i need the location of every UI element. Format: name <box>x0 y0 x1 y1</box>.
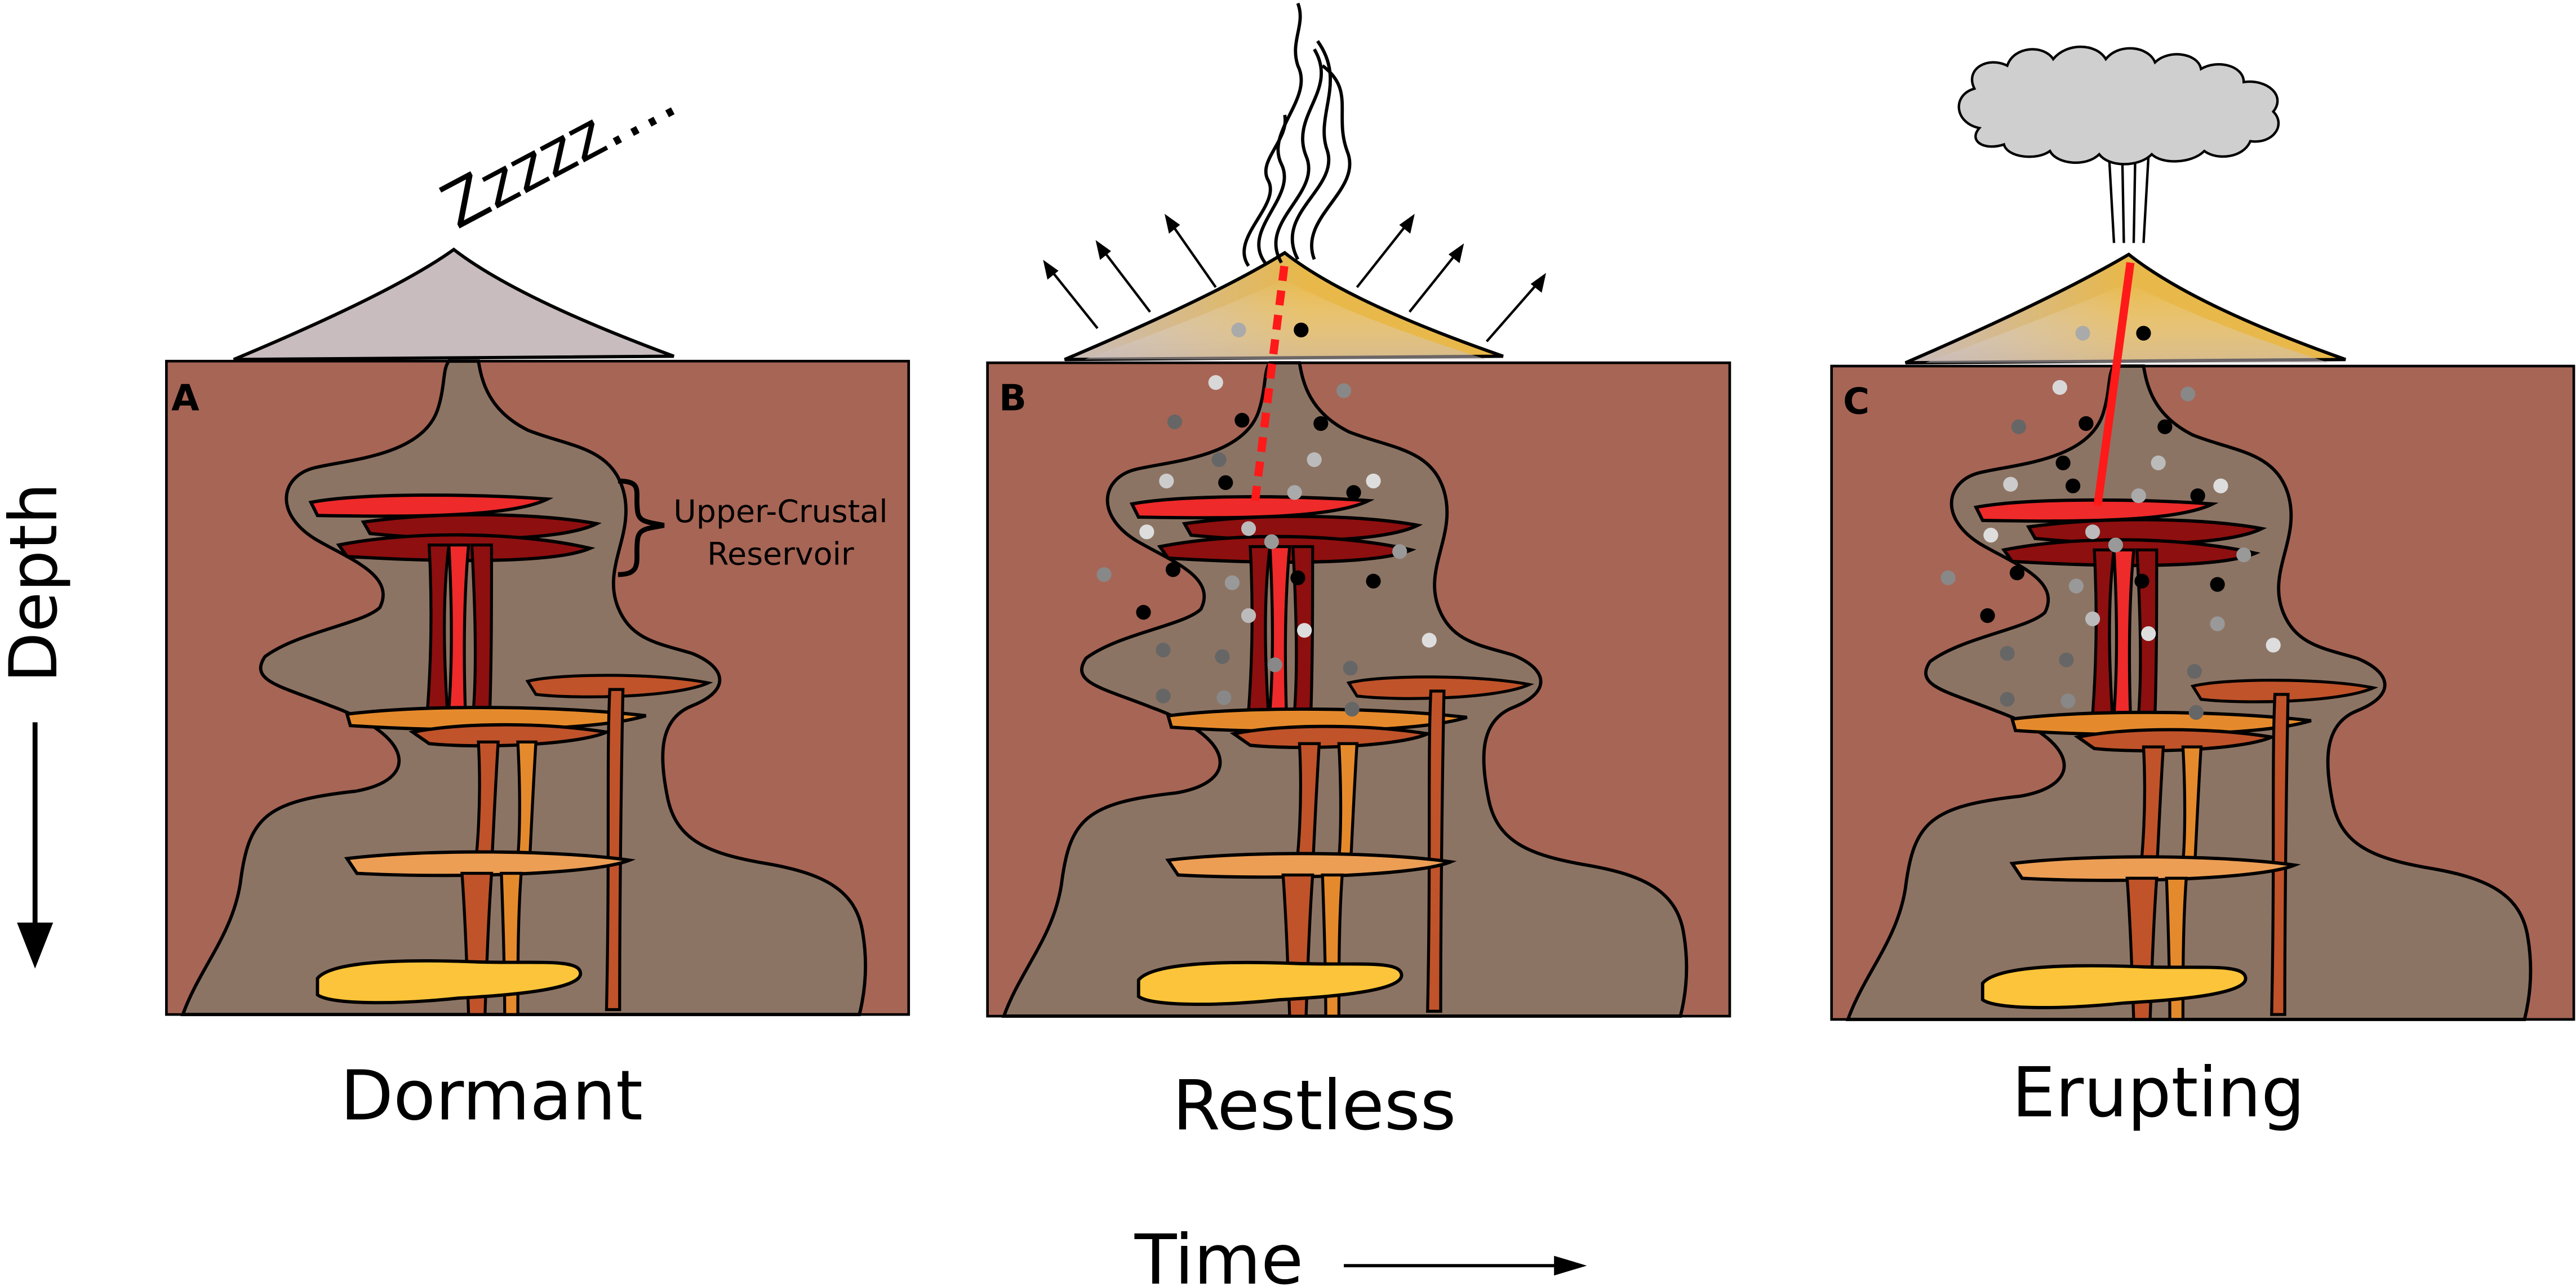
time-axis: Time <box>1134 1219 1587 1287</box>
panel-letter: B <box>999 377 1027 420</box>
crust-section <box>1832 366 2574 1019</box>
propagating-dike <box>1251 262 1289 501</box>
state-label: Dormant <box>340 1056 643 1136</box>
eruptive-conduit <box>2093 262 2135 506</box>
reservoir-label-line2: Reservoir <box>707 537 854 573</box>
sleep-annotation: Zzzzz.... <box>430 60 687 243</box>
right-arrow-icon <box>1554 1255 1587 1276</box>
time-label: Time <box>1134 1219 1304 1287</box>
state-label: Erupting <box>2012 1052 2305 1133</box>
reservoir-brace <box>618 478 665 577</box>
down-arrow-icon <box>17 922 54 969</box>
panel-b: B <box>988 2 1730 1146</box>
crust-section <box>166 361 908 1014</box>
panel-a: A Zzzzz.... Upper-Crustal Reservoir Dorm… <box>166 60 908 1136</box>
crust-section <box>988 363 1730 1016</box>
gas-plume <box>1242 2 1352 267</box>
eruption-column <box>2108 151 2150 243</box>
deformation-arrows <box>1043 213 1547 342</box>
volatile-bubbles <box>1940 326 2281 720</box>
state-label: Restless <box>1172 1065 1456 1146</box>
panel-letter: A <box>171 377 199 420</box>
volatile-bubbles <box>1096 322 1437 717</box>
volcano-cone <box>233 247 674 362</box>
panel-letter: C <box>1843 380 1869 422</box>
panel-c: C Er <box>1832 45 2574 1133</box>
depth-label: Depth <box>0 483 72 683</box>
depth-axis: Depth <box>0 483 72 969</box>
ash-cloud-icon <box>1957 45 2280 166</box>
reservoir-label-line1: Upper-Crustal <box>673 494 887 530</box>
